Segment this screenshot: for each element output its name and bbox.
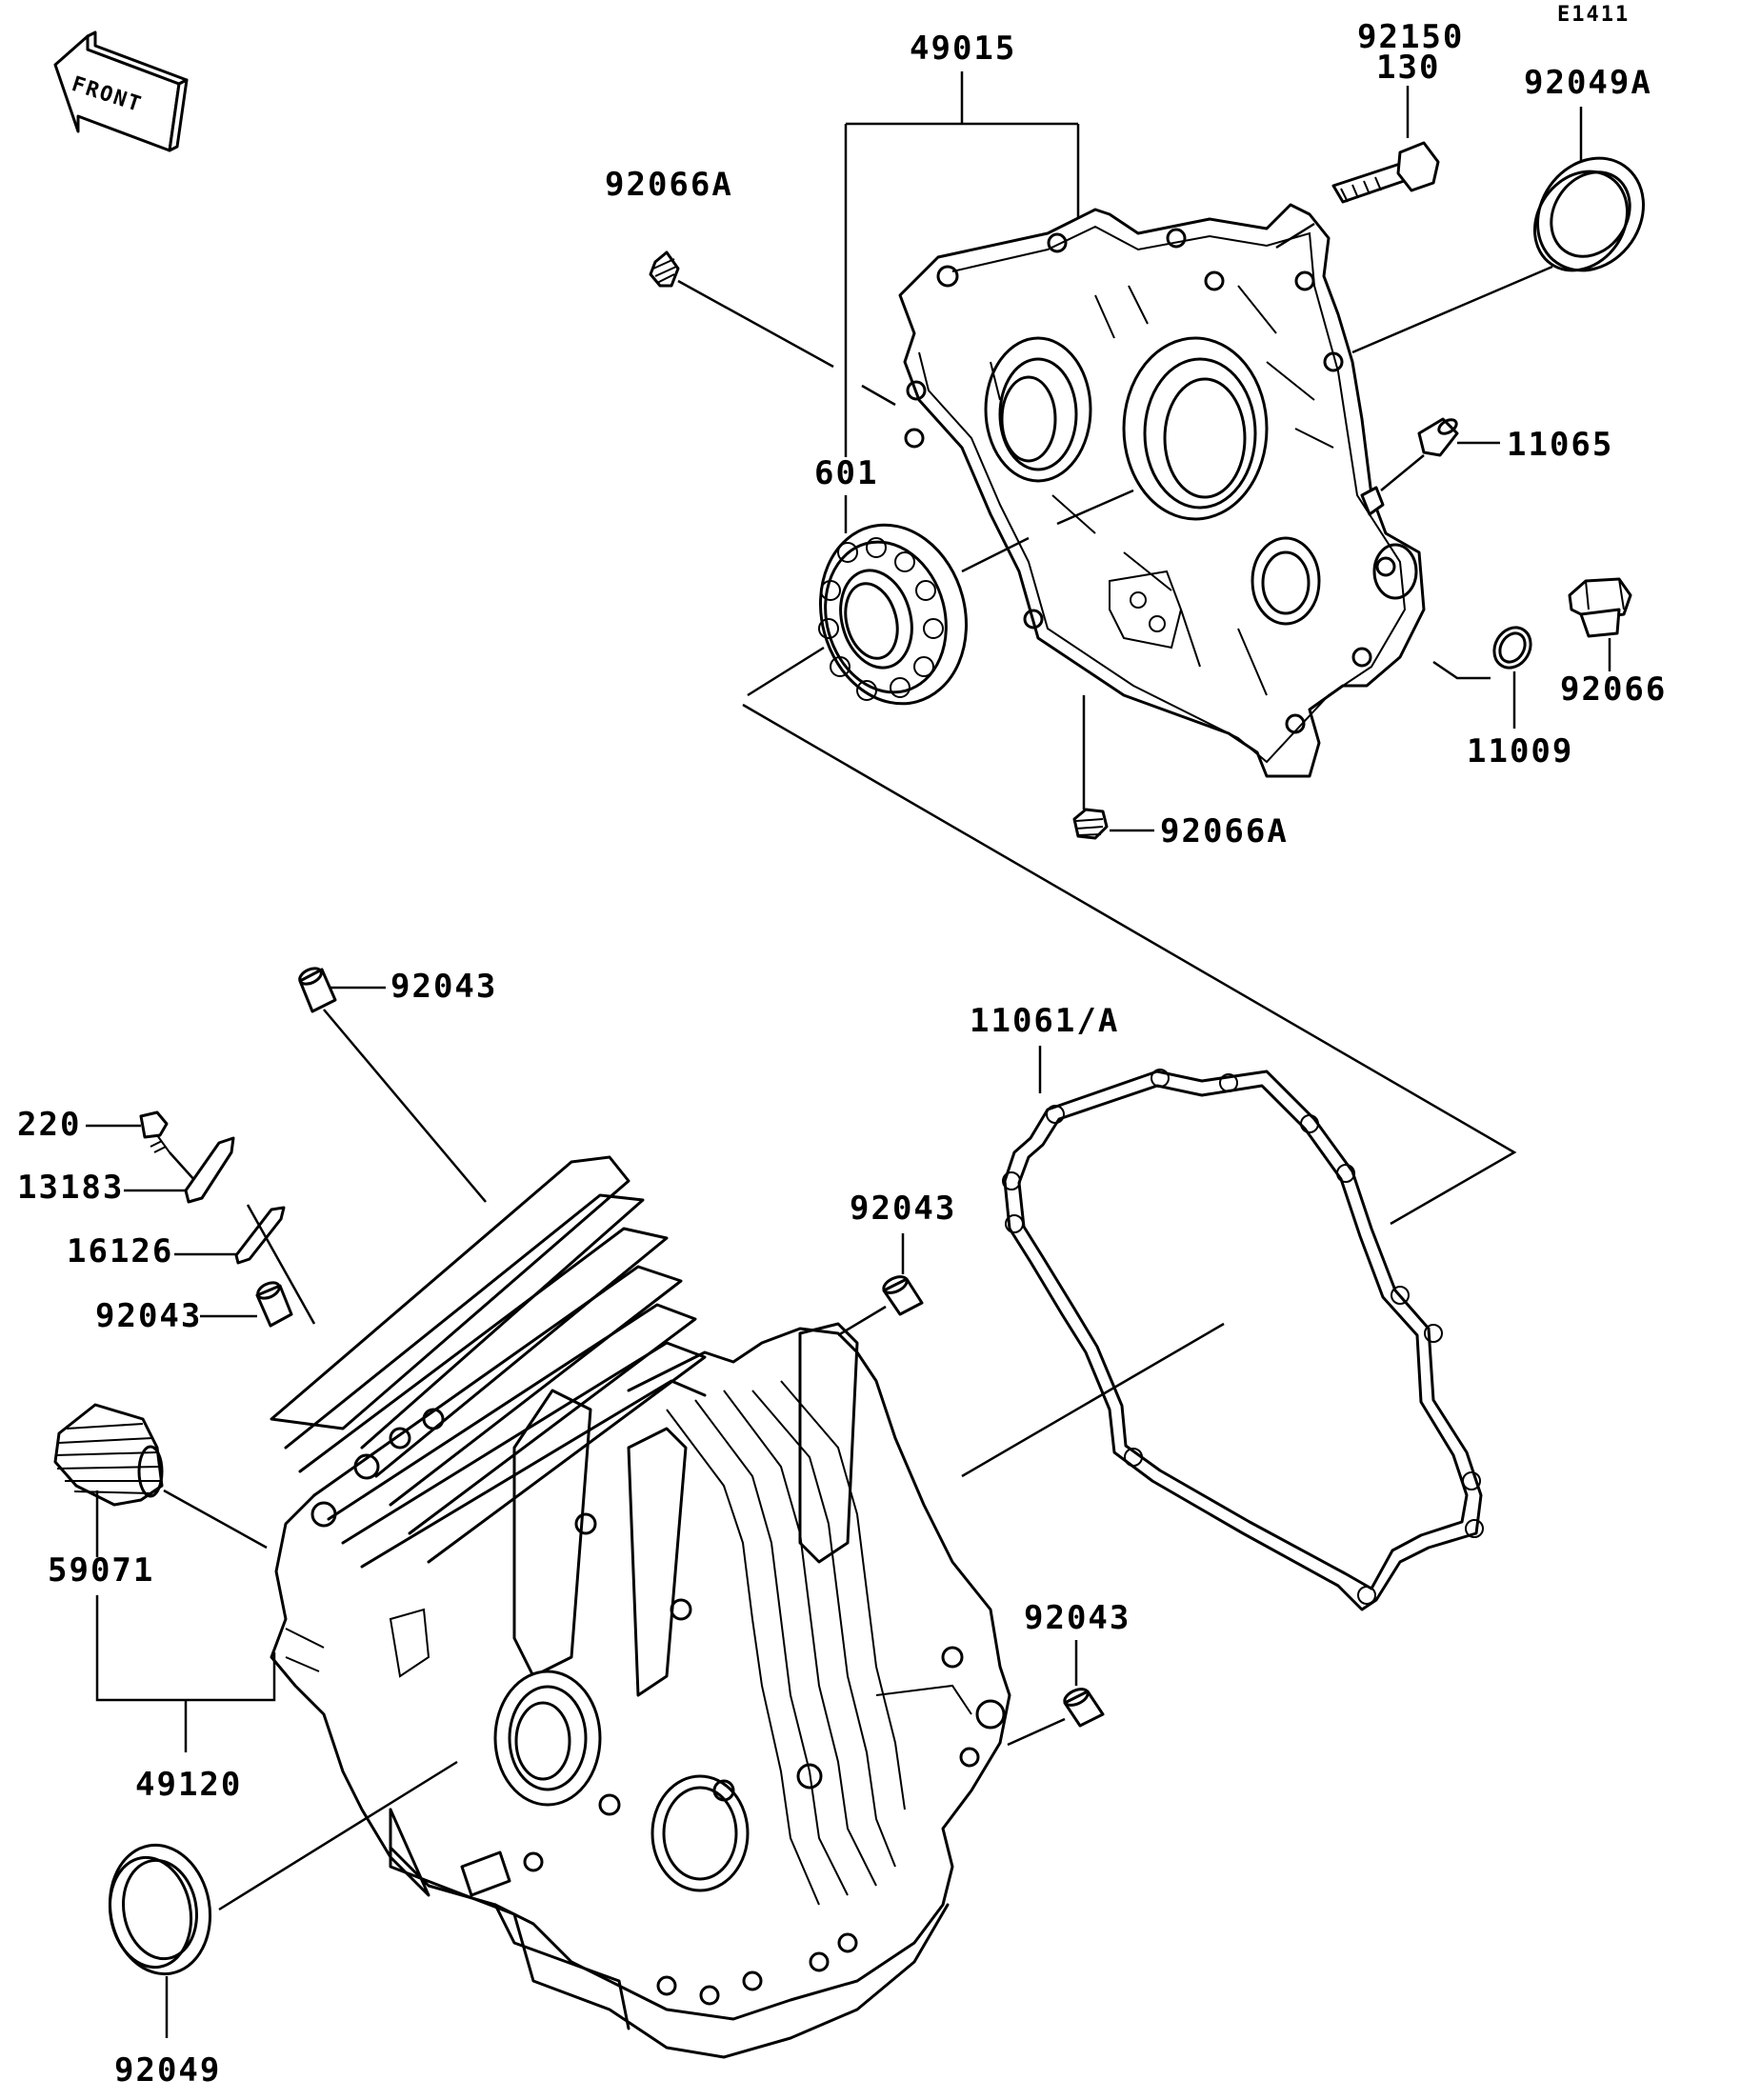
dowel-92043-a [298, 967, 337, 1013]
label-92043-c: 92043 [850, 1190, 956, 1228]
label-92049: 92049 [114, 2051, 221, 2090]
label-92066: 92066 [1560, 670, 1667, 709]
crankcase-cover [898, 203, 1426, 778]
label-16126: 16126 [67, 1232, 173, 1270]
label-92043-d: 92043 [1024, 1599, 1131, 1637]
gasket-11061A [1002, 1069, 1484, 1611]
dowel-92043-c [882, 1275, 924, 1316]
label-130: 130 [1376, 49, 1440, 87]
front-arrow-icon: FRONT [53, 30, 189, 152]
diagram-code: E1411 [1557, 3, 1630, 27]
dowel-92043-b [255, 1281, 293, 1328]
label-92049A: 92049A [1524, 64, 1652, 102]
label-49120: 49120 [135, 1766, 242, 1804]
dowel-92043-d [1063, 1688, 1105, 1728]
label-92043-b: 92043 [95, 1297, 202, 1335]
oring-11009 [1492, 626, 1532, 670]
oil-seal-92049A [1532, 156, 1645, 272]
label-92066A-bottom: 92066A [1160, 812, 1289, 850]
label-92150: 92150 [1357, 18, 1464, 56]
nipple-11065-fitted [1360, 486, 1385, 516]
oil-seal-92049 [108, 1843, 212, 1976]
label-11009: 11009 [1467, 732, 1573, 770]
breather-59071 [53, 1403, 164, 1507]
bolt-92150 [1331, 141, 1440, 204]
crankcase-body [270, 1155, 1011, 2059]
label-92043-a: 92043 [390, 968, 497, 1006]
label-92066A-top: 92066A [605, 166, 733, 204]
label-59071: 59071 [48, 1551, 154, 1590]
plug-92066A-bottom [1072, 808, 1109, 840]
plug-92066 [1568, 577, 1632, 638]
label-220: 220 [17, 1106, 81, 1144]
plate-13183 [184, 1136, 235, 1204]
label-13183: 13183 [17, 1169, 124, 1207]
label-49015: 49015 [910, 30, 1016, 68]
bearing-601 [818, 523, 969, 706]
screw-220 [139, 1110, 170, 1153]
label-11065: 11065 [1507, 426, 1613, 464]
plate-16126 [234, 1206, 286, 1265]
plug-92066A-top [649, 250, 680, 288]
label-11061A: 11061/A [970, 1002, 1119, 1040]
pin-11065 [1417, 417, 1459, 457]
label-601: 601 [814, 454, 878, 492]
